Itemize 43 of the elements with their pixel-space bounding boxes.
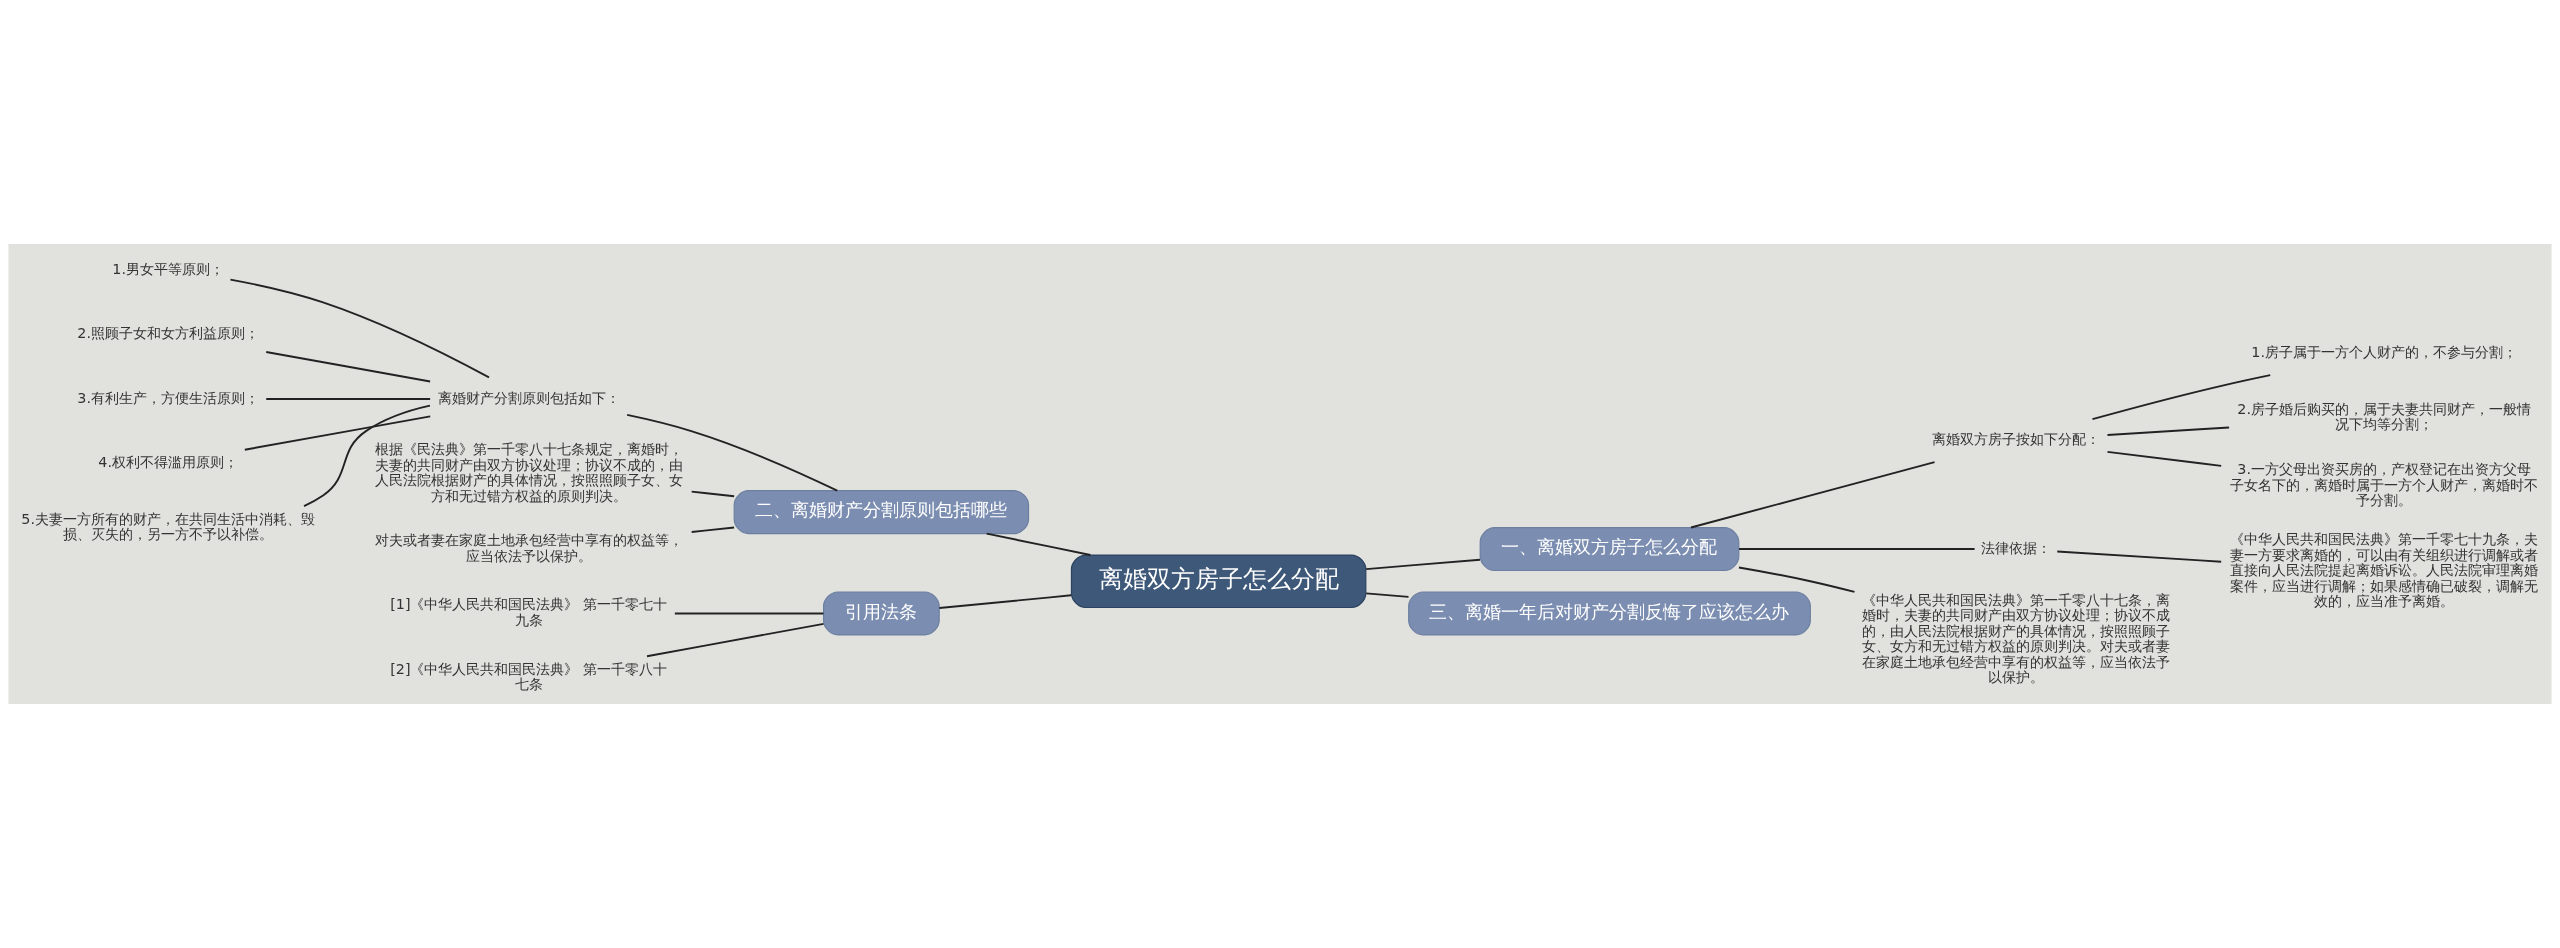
node-text: 5.夫妻一方所有的财产，在共同生活中消耗、毁损、灭失的，另一方不予以补偿。 [21,510,315,543]
node-text: 4.权利不得滥用原则； [98,453,238,470]
node-text: 离婚财产分割原则包括如下： [437,389,620,406]
connector [2091,374,2272,421]
connector [690,526,736,533]
connector [243,415,432,451]
connector [265,351,432,383]
node-text: 3.一方父母出资买房的，产权登记在出资方父母子女名下的，离婚时属于一方个人财产，离婚时不予分割。 [2230,461,2539,509]
connector [938,594,1073,609]
connector [2106,450,2223,467]
node-text: 2.房子婚后购买的，属于夫妻共同财产，一般情况下均等分割； [2237,400,2531,433]
connector [985,532,1092,556]
node-text: 《中华人民共和国民法典》第一千零八十七条，离婚时，夫妻的共同财产由双方协议处理；协议不成的，由人民法院根据财产的具体情况，按照照顾子女、女方和无过错方权益的原则判决。对夫或者妻在家庭土地承包经营中享有的权益等，应当依法予以保护。 [1861,591,2170,686]
node-text: 1.房子属于一方个人财产的，不参与分割； [2251,344,2517,361]
node-text: 2.照顾子女和女方利益原则； [77,325,259,342]
connector [1690,461,1936,529]
node-text: [1]《中华人民共和国民法典》 第一千零七十九条 [390,596,668,628]
connector [229,278,490,379]
node-box: 三、离婚一年后对财产分割反悔了应该怎么办 [1408,591,1811,636]
connector [265,397,432,400]
connector [303,404,431,508]
connector [646,622,825,658]
node-box: 二、离婚财产分割原则包括哪些 [733,490,1030,535]
connector [673,612,825,615]
node-box: 一、离婚双方房子怎么分配 [1479,527,1740,572]
connector [626,413,839,492]
node-box: 离婚双方房子怎么分配 [1070,554,1367,609]
connector [1737,566,1856,593]
node-text: 1.男女平等原则； [112,260,224,277]
node-box: 引用法条 [823,591,940,636]
node-text: 3.有利生产，方便生活原则； [77,389,259,406]
connector [1365,558,1481,571]
node-text: 《中华人民共和国民法典》第一千零七十九条，夫妻一方要求离婚的，可以由有关组织进行调解或者直接向人民法院提起离婚诉讼。人民法院审理离婚案件，应当进行调解；如果感情确已破裂，调解无效的，应当准予离婚。 [2230,531,2539,610]
node-text: [2]《中华人民共和国民法典》 第一千零八十七条 [390,660,668,693]
connector [2106,426,2231,436]
node-text: 根据《民法典》第一千零八十七条规定，离婚时，夫妻的共同财产由双方协议处理；协议不成的，由人民法院根据财产的具体情况，按照照顾子女、女方和无过错方权益的原则判决。 [374,441,683,504]
node-text: 离婚双方房子按如下分配： [1931,431,2100,448]
node-text: 法律依据： [1980,539,2051,556]
connector [1738,548,1976,551]
connector [690,490,736,498]
node-text: 对夫或者妻在家庭土地承包经营中享有的权益等，应当依法予以保护。 [374,532,683,564]
connector [2056,550,2223,563]
connector [1365,592,1410,598]
